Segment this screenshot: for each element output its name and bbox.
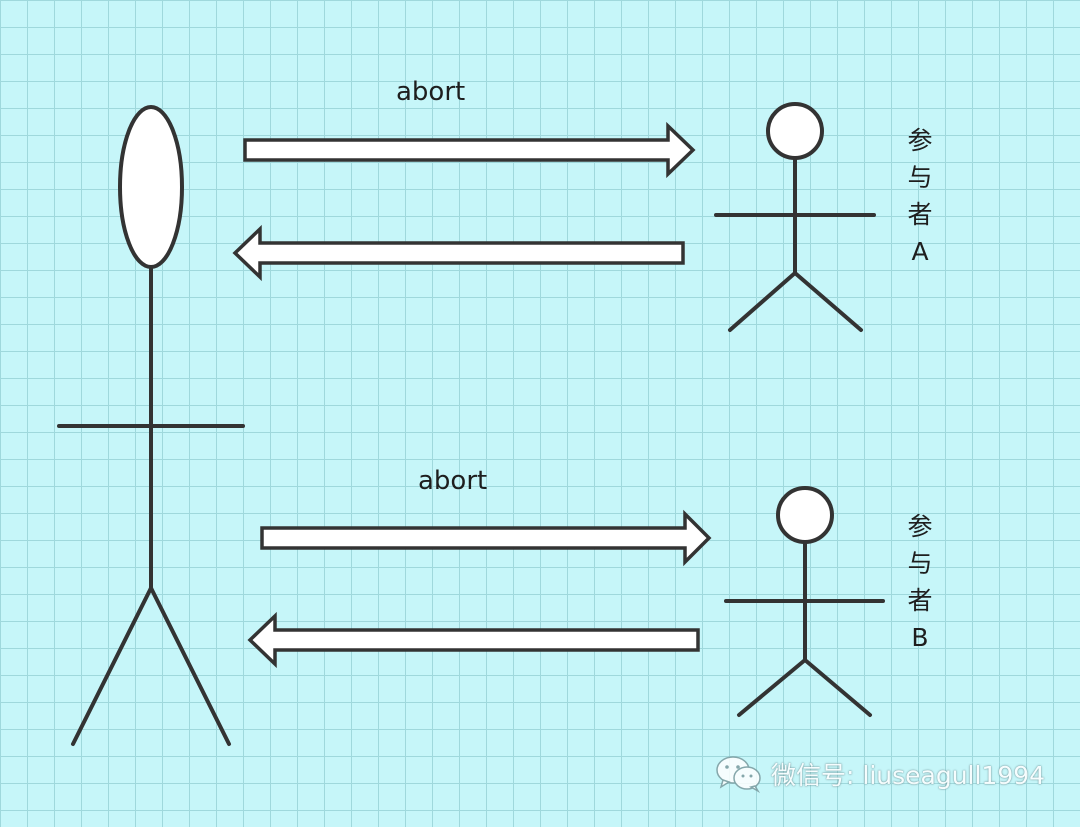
participant-b-head: [776, 486, 834, 544]
watermark: 微信号: liuseagull1994: [715, 755, 1045, 793]
participant-a-char: 参: [907, 126, 933, 155]
participant-b-char: B: [911, 623, 929, 652]
coordinator-figure: [57, 105, 245, 746]
participant-a-char: 与: [907, 163, 933, 192]
arrow-from-participant-b: [247, 611, 700, 669]
coordinator-right-leg: [149, 586, 231, 746]
participant-a-label: 参 与 者 A: [900, 122, 940, 270]
participant-a-left-leg: [728, 271, 797, 332]
participant-b-left-leg: [737, 658, 807, 717]
participant-b-label: 参 与 者 B: [900, 508, 940, 656]
coordinator-head: [118, 105, 184, 269]
watermark-text: 微信号: liuseagull1994: [771, 761, 1046, 790]
participant-b-char: 参: [907, 512, 933, 541]
coordinator-left-leg: [71, 586, 153, 746]
message-label-a: abort: [396, 77, 466, 107]
message-label-b: abort: [418, 466, 488, 496]
arrow-to-participant-b: [260, 509, 712, 567]
participant-a-head: [766, 102, 824, 160]
participant-a-figure: [714, 102, 876, 332]
participant-b-figure: [724, 486, 885, 717]
arrow-to-participant-a: [243, 121, 696, 179]
arrow-from-participant-a: [232, 224, 685, 282]
participant-a-char: A: [911, 237, 929, 266]
participant-b-char: 与: [907, 549, 933, 578]
participant-b-right-leg: [803, 658, 872, 717]
participant-a-char: 者: [907, 200, 933, 229]
participant-a-right-leg: [793, 271, 863, 332]
wechat-icon: [716, 756, 761, 793]
participant-b-char: 者: [907, 586, 933, 615]
